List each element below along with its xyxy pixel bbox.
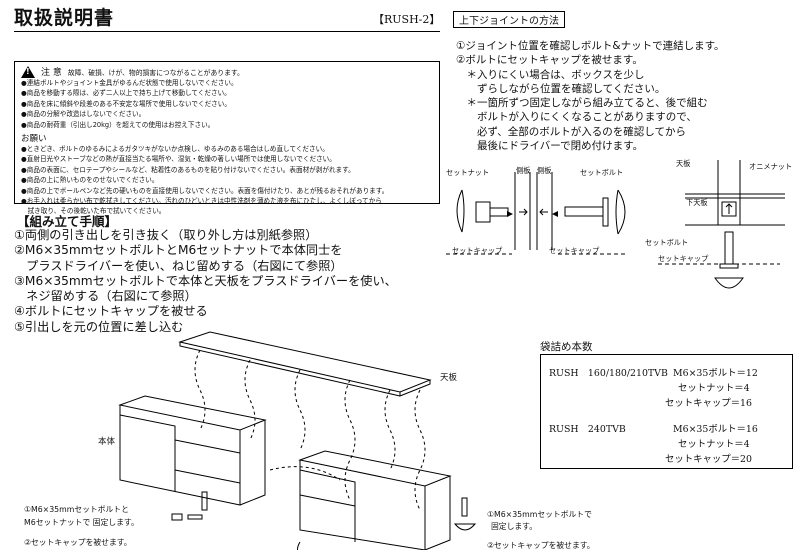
assembly-step: ネジ留めする（右図にて参照）	[14, 289, 197, 304]
label-top-board: 天板	[676, 159, 691, 168]
furniture-diagram	[118, 331, 477, 550]
label-set-cap-b: セットキャップ	[549, 246, 600, 255]
page-title: 取扱説明書	[14, 7, 115, 29]
footer-left-3: ②セットキャップを被せます。	[24, 538, 132, 547]
package-line: セットキャップ＝16	[665, 398, 752, 409]
package-line: M6×35ボルト＝16	[673, 424, 758, 435]
caution-header: 注 意 故障、破損、けが、物的損害につながることがあります。	[21, 65, 433, 78]
label-hontai: 本体	[98, 437, 116, 447]
caution-subheading: 故障、破損、けが、物的損害につながることがあります。	[67, 68, 244, 77]
top-board-shape	[178, 331, 432, 393]
label-set-bolt: セットボルト	[580, 168, 624, 177]
caution-item: ●商品の耐荷重（引出し20kg）を超えての使用はお控え下さい。	[21, 120, 215, 129]
footer-right-3: ②セットキャップを被せます。	[487, 541, 595, 550]
joint-title: 上下ジョイントの方法	[453, 11, 565, 28]
set-cap-2-shape	[714, 277, 744, 289]
caution-item: ●商品の分解や改造はしないでください。	[21, 110, 146, 119]
label-set-nut: セットナット	[446, 168, 490, 177]
caution-item: ●連結ボルトやジョイント金具がゆるんだ状態で使用しないでください。	[21, 79, 238, 87]
package-line: セットキャップ＝20	[665, 454, 752, 465]
joint-line: ＊入りにくい場合は、ボックスを少し	[456, 68, 645, 81]
request-item: ●商品の上に熱いものをのせないでください。	[21, 176, 159, 185]
label-oni-nut: オニメナット	[749, 162, 793, 171]
set-cap-left	[456, 189, 463, 233]
package-line: セットナット＝4	[678, 439, 750, 450]
assembly-step: ③M6×35mmセットボルトで本体と天板をプラスドライバーを使い、	[14, 273, 397, 288]
caution-box: 注 意 故障、破損、けが、物的損害につながることがあります。 ●連結ボルトやジョ…	[14, 61, 440, 215]
joint-line: 必ず、全部のボルトが入るのを確認してから	[456, 125, 686, 138]
footer-left-2: M6セットナットで 固定します。	[24, 518, 139, 527]
joint-line: 最後にドライバーで閉め付けます。	[456, 140, 644, 153]
footer-left-1: ①M6×35mmセットボルトと	[24, 505, 129, 514]
label-set-bolt-2: セットボルト	[645, 238, 689, 247]
package-model: RUSH 240TVB	[549, 424, 626, 435]
assembly-step: プラスドライバーを使い、ねじ留めする（右図にて参照）	[14, 258, 343, 273]
set-bolt-2-shape	[724, 231, 734, 265]
joint-instructions: ①ジョイント位置を確認しボルト&ナットで連結します。 ②ボルトにセットキャップを…	[456, 39, 725, 153]
joint-line: ①ジョイント位置を確認しボルト&ナットで連結します。	[456, 40, 725, 52]
assembly-step: ①両側の引き出しを引き抜く（取り外し方は別紙参照）	[14, 228, 318, 242]
label-set-cap-a: セットキャップ	[452, 246, 503, 255]
package-line: セットナット＝4	[678, 383, 750, 394]
request-heading: お願い	[21, 134, 47, 145]
set-nut-shape	[475, 201, 491, 223]
label-bottom-top-board: 下天板	[686, 198, 708, 207]
request-item: ●商品の表面に、セロテープやシールなど、粘着性のあるものを貼り付けないでください…	[21, 165, 355, 174]
request-item: ●お手入れは柔らかい布で乾拭きしてください。汚れのひどいときは中性洗剤を薄めた液…	[21, 197, 382, 206]
request-item: ●商品の上でボールペンなど先の硬いものを直接使用しないでください。表面を傷付けた…	[21, 186, 389, 195]
joint-line: ボルトが入りにくくなることがありますので、	[456, 111, 697, 124]
caution-item: ●商品を移動する際は、必ず二人以上で持ち上げて移動してください。	[21, 89, 231, 98]
footer-right-1: ①M6×35mmセットボルトで	[487, 510, 592, 519]
label-side-b: 側板	[537, 166, 552, 175]
package-model: RUSH 160/180/210TVB	[549, 368, 668, 379]
request-item: ●ときどき、ボルトのゆるみによるガタツキがないか点検し、ゆるみのある場合はしめ直…	[21, 145, 329, 154]
joint-line: ＊一箇所ずつ固定しながら組み立てると、後で組む	[456, 97, 708, 110]
warning-icon	[21, 65, 35, 78]
request-item: ●直射日光やストーブなどの熱が直接当たる場所や、湿気・乾燥の著しい場所では使用し…	[21, 155, 336, 164]
package-box: RUSH 160/180/210TVB M6×35ボルト＝12 セットナット＝4…	[540, 354, 793, 469]
label-set-cap-2: セットキャップ	[658, 254, 709, 263]
joint-line: ②ボルトにセットキャップを被せます。	[456, 54, 643, 67]
assembly-step: ④ボルトにセットキャップを被せる	[14, 304, 208, 319]
assembly-steps: ①両側の引き出しを引き抜く（取り外し方は別紙参照） ②M6×35mmセットボルト…	[14, 228, 397, 335]
assembly-step: ②M6×35mmセットボルトとM6セットナットで本体同士を	[14, 243, 343, 258]
assembly-heading: 【組み立て手順】	[17, 214, 118, 229]
package-title: 袋詰め本数	[540, 341, 593, 353]
label-side-a: 側板	[516, 166, 531, 175]
joint-line: ずらしながら位置を確認してください。	[456, 82, 666, 95]
left-unit-shape	[119, 405, 241, 506]
title-underline	[14, 31, 440, 32]
caution-item: ●商品を床に傾斜や段差のある不安定な場所で使用しないでください。	[21, 99, 231, 108]
model-code: 【RUSH-2】	[373, 13, 441, 26]
request-item: 拭き取り、その後乾いた布で拭いてください。	[21, 207, 166, 216]
set-bolt-shape	[564, 206, 604, 217]
package-line: M6×35ボルト＝12	[673, 368, 758, 379]
caution-heading: 注 意	[41, 68, 62, 78]
joint-diagram	[446, 160, 785, 289]
assembly-step: ⑤引出しを元の位置に差し込む	[14, 319, 184, 334]
footer-right-2: 固定します。	[491, 522, 538, 531]
label-tenban: 天板	[440, 373, 458, 383]
